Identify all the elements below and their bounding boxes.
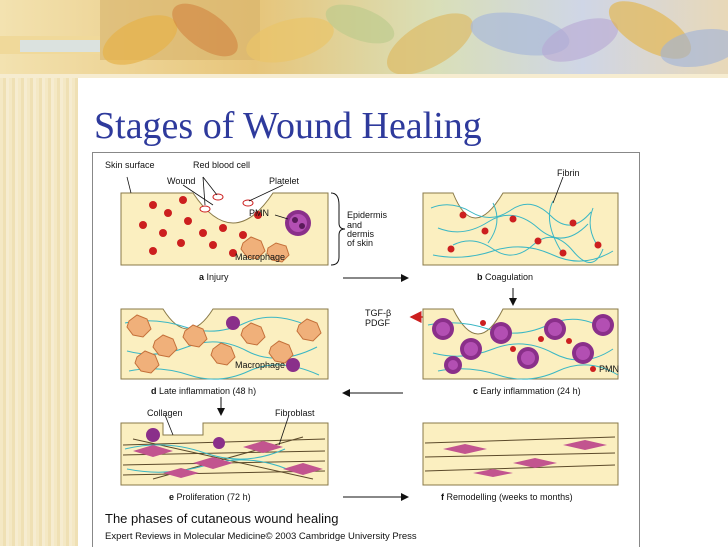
pmn-cell [285,210,311,236]
panel-c-early-inflammation [422,308,619,380]
wound-healing-figure: Skin surface Red blood cell Wound Platel… [92,152,640,547]
pmn-cells-d [226,316,300,372]
caption-panel-c: c Early inflammation (24 h) [473,386,581,396]
label-skin-surface: Skin surface [105,160,155,170]
label-macrophage-d: Macrophage [235,360,286,370]
caption-panel-b: b Coagulation [477,272,534,282]
label-tgf-beta: TGF-β [365,308,392,318]
caption-panel-e: e Proliferation (72 h) [169,492,251,502]
label-platelet: Platelet [269,176,300,186]
label-of-skin: of skin [347,238,374,248]
panel-d-late-inflammation [120,308,329,380]
platelets [199,193,254,213]
label-and: and [347,220,363,230]
panel-b-coagulation [422,176,619,266]
label-red-blood-cell: Red blood cell [193,160,251,170]
panel-f-remodelling [422,422,619,486]
slide-title: Stages of Wound Healing [94,105,482,147]
label-wound: Wound [167,176,196,186]
panel-e-proliferation [120,414,329,486]
label-pmn-a: PMN [249,208,269,218]
label-pdgf: PDGF [365,318,391,328]
macrophage-cells-d [126,314,322,374]
fibroblast-cells-e [133,441,323,478]
left-decorative-strip [0,0,78,546]
label-epidermis: Epidermis [347,210,388,220]
autumn-leaves-banner-image [0,0,728,78]
figure-title: The phases of cutaneous wound healing [105,511,339,526]
caption-panel-a: a Injury [199,272,229,282]
figure-credit: Expert Reviews in Molecular Medicine© 20… [105,531,417,542]
label-macrophage-a: Macrophage [235,252,286,262]
wound-healing-diagram [120,176,619,501]
panel-a-injury [120,176,346,266]
label-dermis: dermis [347,229,375,239]
label-fibrin: Fibrin [557,168,580,178]
pmn-cells-c [432,314,614,374]
macrophage-cells [240,236,290,263]
caption-panel-f: f Remodelling (weeks to months) [441,492,573,502]
red-blood-cells [139,196,262,257]
caption-panel-d: d Late inflammation (48 h) [151,386,257,396]
top-decorative-banner [0,0,728,78]
label-collagen: Collagen [147,408,183,418]
label-fibroblast: Fibroblast [275,408,315,418]
label-pmn-c: PMN [599,364,619,374]
